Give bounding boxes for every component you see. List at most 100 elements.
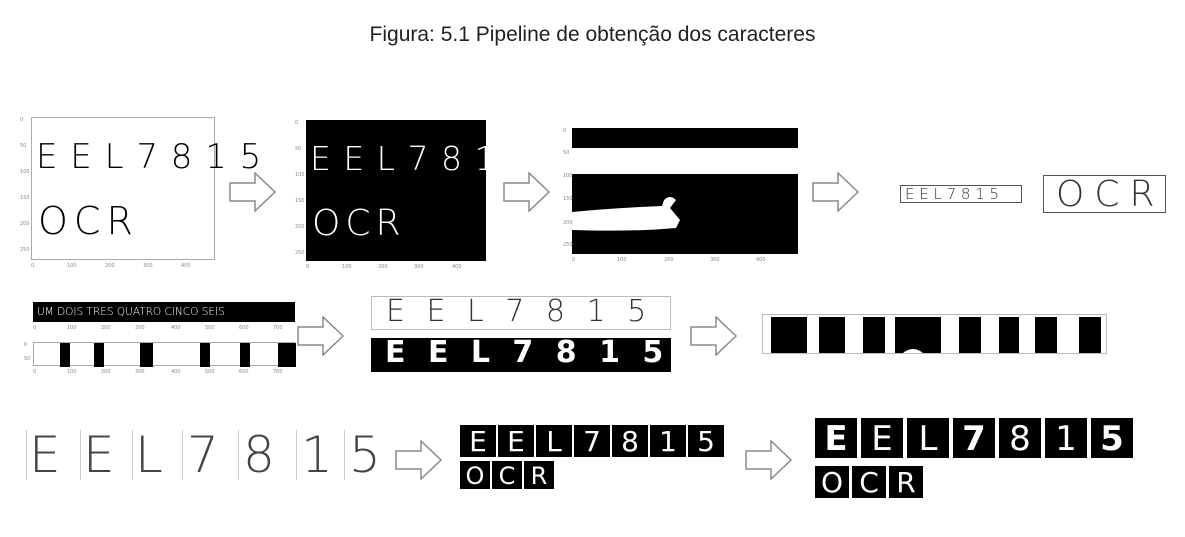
row1-original-image: E E L 7 8 1 5 OCR [31, 117, 261, 260]
x-tick: 200 [101, 369, 111, 375]
char-crop: 5 [344, 430, 381, 480]
x-tick: 500 [205, 369, 215, 375]
char-tile: R [889, 466, 923, 499]
y-tick: 0 [20, 117, 24, 123]
y-tick: 250 [295, 250, 305, 256]
x-tick: 0 [33, 369, 37, 375]
x-tick: 0 [306, 264, 310, 270]
y-tick: 150 [563, 196, 573, 202]
x-tick: 400 [756, 257, 766, 263]
y-tick: 0 [563, 128, 567, 134]
y-tick: 200 [563, 220, 573, 226]
y-tick: 150 [20, 195, 30, 201]
x-tick: 100 [342, 264, 352, 270]
row2-char-columns-image [762, 314, 1107, 354]
x-tick: 200 [378, 264, 388, 270]
y-tick: 200 [295, 224, 305, 230]
y-tick: 200 [20, 221, 30, 227]
row1-line-mask-image [572, 128, 798, 254]
row1-crop-line2: OCR [1043, 175, 1166, 213]
x-tick: 300 [135, 325, 145, 331]
x-tick: 400 [171, 369, 181, 375]
line-crop-white-text: E E L 7 8 1 5 [386, 294, 653, 329]
char-tile: E [498, 425, 534, 458]
arrow-right-icon [812, 172, 860, 212]
y-tick: 250 [20, 247, 30, 253]
line-crop-black-text: E E L 7 8 1 5 [385, 335, 670, 370]
x-tick: 700 [273, 369, 283, 375]
char-tile: O [460, 461, 490, 490]
x-tick: 200 [101, 325, 111, 331]
row2-column-mask-image [33, 342, 296, 367]
x-tick: 200 [105, 263, 115, 269]
x-tick: 300 [710, 257, 720, 263]
x-tick: 500 [205, 325, 215, 331]
char-tile: C [492, 461, 522, 490]
arrow-right-icon [229, 172, 277, 212]
row1-crop-line1: E E L 7 8 1 5 [900, 185, 1022, 203]
x-tick: 100 [67, 263, 77, 269]
char-tile: 7 [574, 425, 610, 458]
char-crop: 1 [296, 430, 333, 480]
arrow-right-icon [503, 172, 551, 212]
y-tick: 50 [20, 143, 27, 149]
y-tick: 250 [563, 242, 573, 248]
x-tick: 600 [239, 369, 249, 375]
arrow-right-icon [297, 316, 345, 356]
y-tick: 0 [295, 120, 299, 126]
char-tile: 5 [688, 425, 724, 458]
x-tick: 600 [239, 325, 249, 331]
char-tile: E [861, 418, 903, 459]
x-tick: 100 [67, 369, 77, 375]
x-tick: 400 [452, 264, 462, 270]
row2-line-crop-black: E E L 7 8 1 5 [371, 338, 671, 372]
x-tick: 100 [67, 325, 77, 331]
y-tick: 100 [563, 173, 573, 179]
char-tile: E [460, 425, 496, 458]
char-crop: L [132, 430, 163, 480]
figure-title: Figura: 5.1 Pipeline de obtenção dos car… [369, 23, 816, 46]
char-crop: 7 [182, 430, 219, 480]
row2-line-crop-white: E E L 7 8 1 5 [371, 296, 671, 330]
char-tile: E [815, 418, 857, 459]
x-tick: 300 [135, 369, 145, 375]
char-crop: E [80, 430, 115, 480]
y-tick: 50 [295, 146, 302, 152]
row1-original-line2: OCR [38, 199, 139, 243]
char-crop: 8 [238, 430, 275, 480]
x-tick: 100 [617, 257, 627, 263]
row3-final-tiles: E E L 7 8 1 5 O C R [815, 418, 1145, 502]
arrow-right-icon [395, 440, 443, 480]
row1-binarized-line1: E E L 7 8 1 5 [310, 139, 531, 178]
y-tick: 100 [295, 172, 305, 178]
char-tile: C [852, 466, 886, 499]
row3-normalized-tiles: E E L 7 8 1 5 O C R [460, 425, 730, 495]
char-tile: 1 [650, 425, 686, 458]
x-tick: 0 [572, 257, 576, 263]
row2-words-text: UM DOIS TRES QUATRO CINCO SEIS [37, 306, 225, 318]
x-tick: 400 [171, 325, 181, 331]
row1-binarized-line2: OCR [312, 203, 406, 244]
y-tick: 50 [24, 356, 31, 362]
char-tile: 1 [1045, 418, 1087, 459]
arrow-right-icon [745, 440, 793, 480]
y-tick: 0 [24, 342, 28, 348]
x-tick: 700 [273, 325, 283, 331]
x-tick: 0 [31, 263, 35, 269]
crop-line2-text: OCR [1056, 174, 1165, 215]
x-tick: 400 [181, 263, 191, 269]
row1-binarized-image: E E L 7 8 1 5 OCR [306, 120, 529, 261]
char-tile: 7 [953, 418, 995, 459]
y-tick: 100 [20, 169, 30, 175]
arrow-right-icon [690, 316, 738, 356]
x-tick: 300 [414, 264, 424, 270]
char-tile: 8 [999, 418, 1041, 459]
x-tick: 200 [664, 257, 674, 263]
char-tile: L [536, 425, 572, 458]
y-tick: 50 [563, 150, 570, 156]
char-tile: O [815, 466, 849, 499]
char-tile: 8 [612, 425, 648, 458]
row2-words-image: UM DOIS TRES QUATRO CINCO SEIS [33, 302, 295, 322]
crop-line1-text: E E L 7 8 1 5 [905, 185, 1000, 203]
row3-char-crops: E E L 7 8 1 5 [26, 428, 386, 484]
